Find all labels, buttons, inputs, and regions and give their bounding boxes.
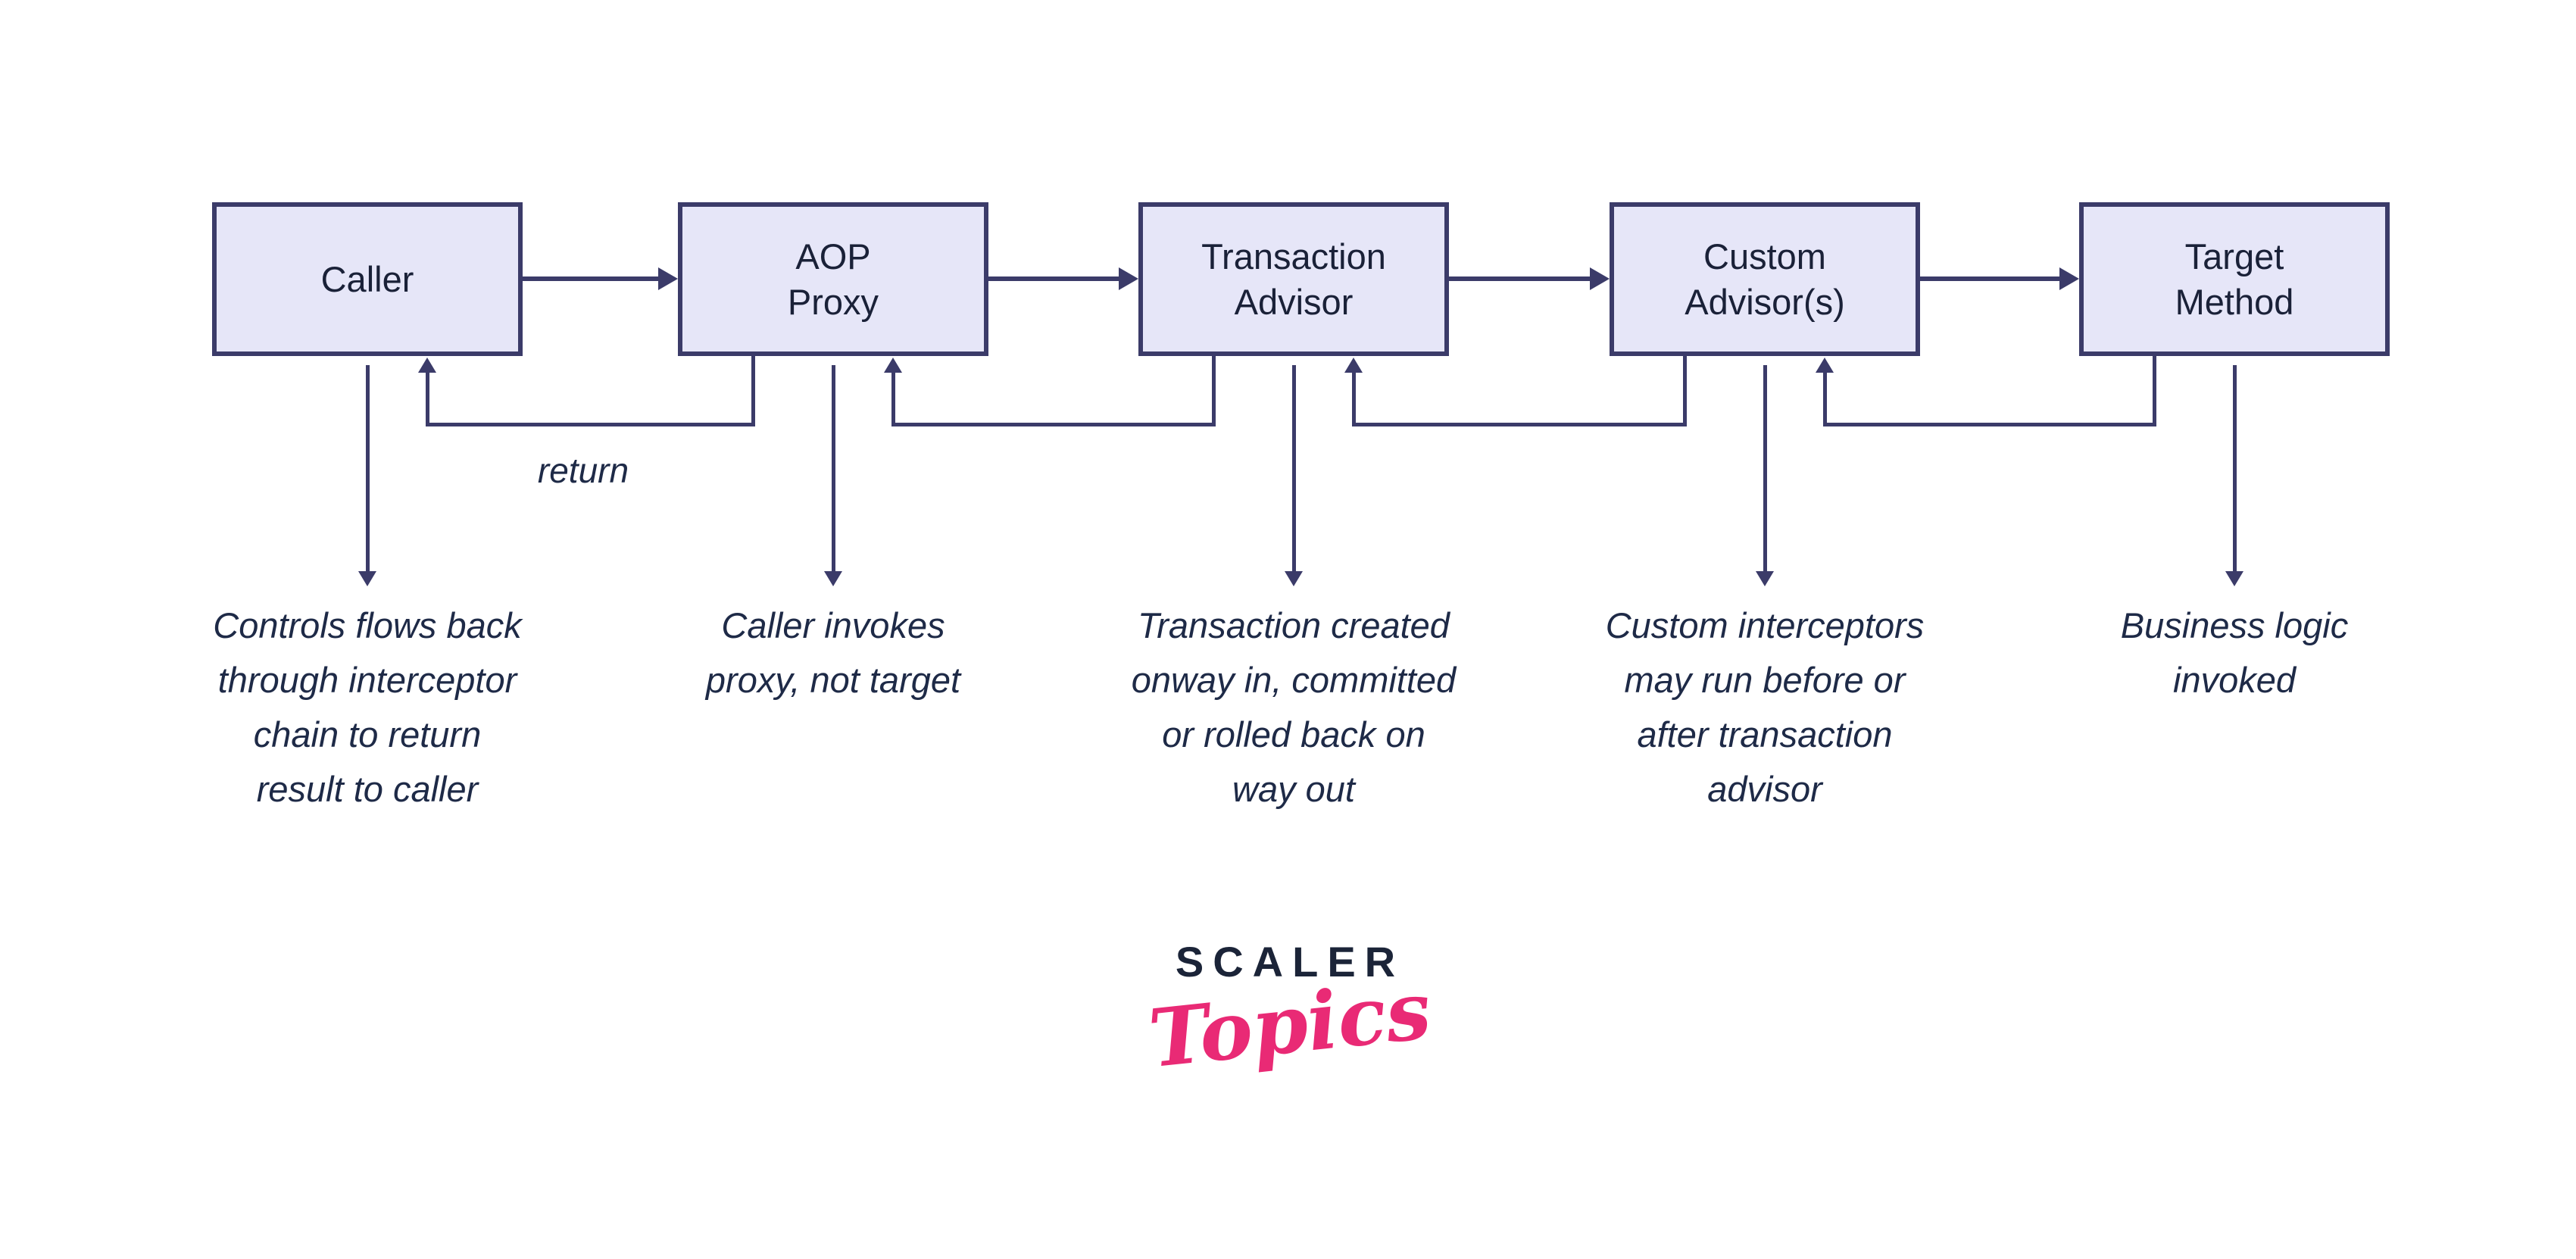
- annotation-arrow-targetmethod-head-icon: [2225, 571, 2243, 586]
- flow-box-custom-advisors: Custom Advisor(s): [1610, 202, 1920, 356]
- arrow-aopproxy-to-transactionadvisor-head-icon: [1119, 267, 1138, 290]
- flow-box-transaction-advisor: Transaction Advisor: [1138, 202, 1449, 356]
- arrow-transactionadvisor-to-customadvisors-head-icon: [1590, 267, 1610, 290]
- arrow-customadvisors-to-targetmethod-line: [1920, 276, 2059, 281]
- arrow-aopproxy-to-transactionadvisor-line: [988, 276, 1119, 281]
- return-customadvisors-to-transactionadvisor-line: [1352, 423, 1687, 426]
- return-aopproxy-to-caller-line: [426, 423, 755, 426]
- annotation-customadvisors: Custom interceptors may run before or af…: [1605, 605, 1925, 809]
- flow-box-caller: Caller: [212, 202, 523, 356]
- return-transactionadvisor-to-aopproxy-line: [891, 423, 1216, 426]
- return-targetmethod-down-line: [2153, 354, 2156, 426]
- annotation-arrow-caller-line: [366, 365, 370, 574]
- arrow-caller-to-aopproxy-head-icon: [658, 267, 678, 290]
- return-transactionadvisor-down-line: [1212, 354, 1216, 426]
- return-into-customadvisors-head-icon: [1816, 358, 1834, 373]
- annotation-arrow-aopproxy-line: [832, 365, 835, 574]
- annotation-caller: Controls flows back through interceptor …: [213, 605, 522, 809]
- return-targetmethod-to-customadvisors-line: [1823, 423, 2156, 426]
- logo-brand-text: SCALER: [1175, 938, 1405, 986]
- annotation-targetmethod: Business logic invoked: [2120, 605, 2349, 700]
- return-into-caller-head-icon: [418, 358, 436, 373]
- annotation-transactionadvisor: Transaction created onway in, committed …: [1131, 605, 1457, 809]
- arrow-transactionadvisor-to-customadvisors-line: [1449, 276, 1590, 281]
- return-into-transactionadvisor-head-icon: [1344, 358, 1363, 373]
- return-into-aopproxy-head-icon: [884, 358, 902, 373]
- return-aopproxy-down-line: [751, 354, 755, 426]
- arrow-customadvisors-to-targetmethod-head-icon: [2059, 267, 2079, 290]
- annotation-arrow-customadvisors-head-icon: [1756, 571, 1774, 586]
- annotation-arrow-aopproxy-head-icon: [824, 571, 842, 586]
- return-into-caller-line: [426, 371, 429, 424]
- return-customadvisors-down-line: [1683, 354, 1687, 426]
- annotation-arrow-transactionadvisor-head-icon: [1285, 571, 1303, 586]
- annotation-arrow-targetmethod-line: [2233, 365, 2237, 574]
- scaler-topics-logo: SCALER Topics: [1101, 938, 1479, 1086]
- return-into-transactionadvisor-line: [1352, 371, 1356, 424]
- arrow-caller-to-aopproxy-line: [523, 276, 658, 281]
- annotation-arrow-caller-head-icon: [358, 571, 376, 586]
- return-label: return: [537, 451, 629, 490]
- annotation-aopproxy: Caller invokes proxy, not target: [705, 605, 961, 700]
- flow-box-target-method: Target Method: [2079, 202, 2390, 356]
- annotation-arrow-customadvisors-line: [1763, 365, 1767, 574]
- annotation-arrow-transactionadvisor-line: [1292, 365, 1296, 574]
- flow-box-aop-proxy: AOP Proxy: [678, 202, 988, 356]
- return-into-aopproxy-line: [891, 371, 895, 424]
- return-into-customadvisors-line: [1823, 371, 1827, 424]
